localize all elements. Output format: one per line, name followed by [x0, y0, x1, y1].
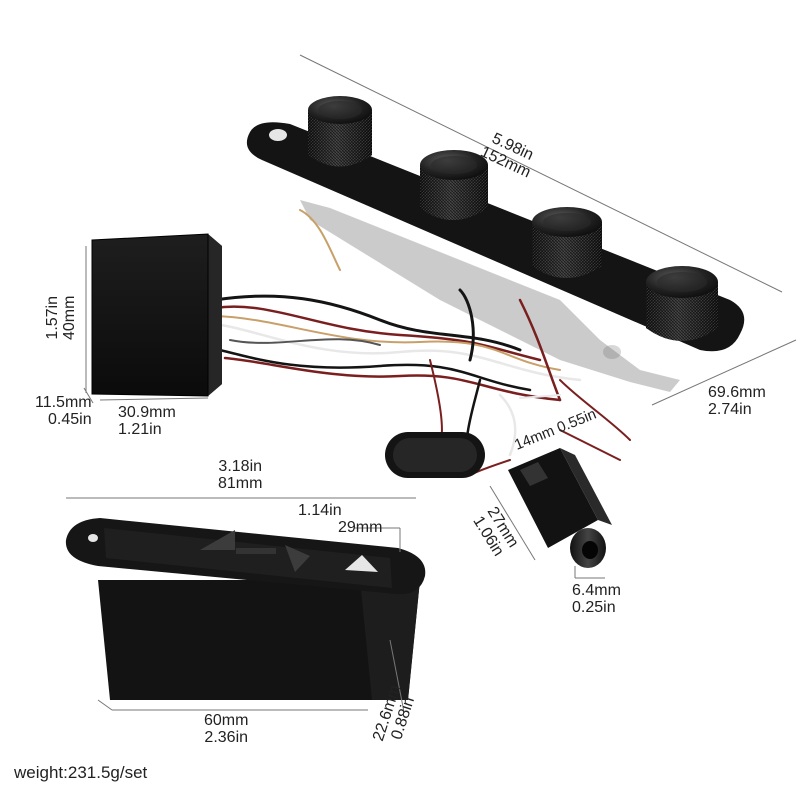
preamp-height-label: 1.57in 40mm — [44, 296, 78, 340]
preamp-depth-mm: 11.5mm — [34, 394, 92, 411]
jack-diameter-in: 0.25in — [572, 599, 616, 616]
preamp-width-label: 30.9mm 1.21in — [118, 404, 176, 438]
end-cap — [385, 432, 485, 478]
preamp-height-in: 1.57in — [44, 295, 61, 340]
plate-width-in: 2.74in — [708, 401, 752, 418]
battery-cover-width-in: 1.14in — [298, 502, 342, 519]
battery-box-length-label: 60mm 2.36in — [204, 712, 248, 746]
knob-1 — [308, 96, 372, 167]
output-jack — [508, 448, 612, 568]
battery-box-length-mm: 60mm — [204, 712, 249, 729]
battery-cover-length-mm: 81mm — [218, 475, 263, 492]
dimension-lines — [66, 54, 797, 713]
battery-box — [65, 518, 426, 700]
weight-label: weight:231.5g/set — [14, 763, 148, 782]
battery-cover-width-label: 1.14in 29mm — [298, 502, 382, 536]
preamp-width-mm: 30.9mm — [118, 404, 176, 421]
battery-cover-width-mm: 29mm — [338, 519, 383, 536]
preamp-width-in: 1.21in — [118, 421, 162, 438]
battery-box-length-in: 2.36in — [204, 729, 249, 746]
control-plate — [246, 122, 745, 392]
preamp-depth-in: 0.45in — [48, 411, 92, 428]
preamp-depth-label: 11.5mm 0.45in — [14, 394, 92, 428]
jack-diameter-label: 6.4mm 0.25in — [572, 582, 621, 616]
knob-2 — [420, 150, 488, 220]
knob-4 — [646, 266, 718, 341]
plate-width-mm: 69.6mm — [708, 384, 766, 401]
battery-cover-length-in: 3.18in — [218, 458, 263, 475]
knob-3 — [532, 207, 602, 278]
jack-diameter-mm: 6.4mm — [572, 582, 621, 599]
plate-width-label: 69.6mm 2.74in — [708, 384, 766, 418]
preamp-box — [91, 233, 222, 397]
preamp-height-mm: 40mm — [61, 295, 78, 340]
battery-cover-length-label: 3.18in 81mm — [218, 458, 262, 492]
